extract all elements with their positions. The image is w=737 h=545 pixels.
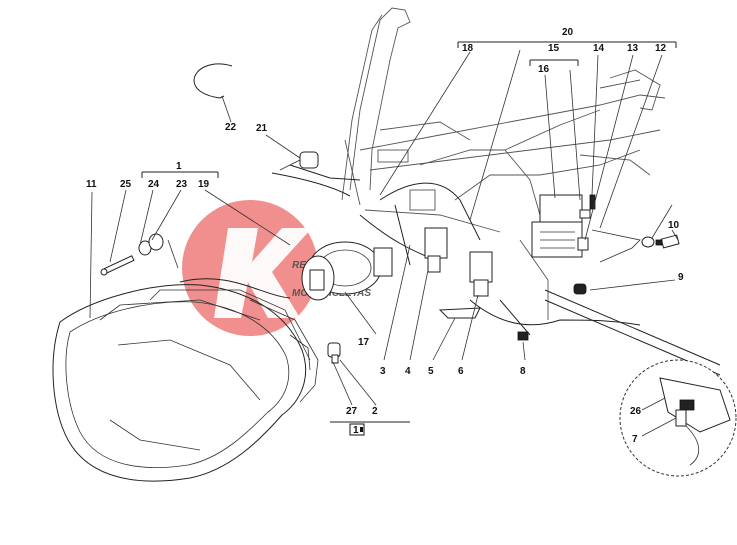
screw-set (100, 233, 179, 276)
callout-19: 19 (198, 179, 210, 190)
callout-17: 17 (358, 337, 370, 348)
detail-circle (619, 359, 737, 477)
relays (424, 227, 493, 319)
callout-5: 5 (428, 366, 434, 377)
frame-outline (341, 7, 666, 320)
reference-note-box: 1 (349, 423, 365, 436)
callout-15: 15 (548, 43, 560, 54)
callout-12: 12 (655, 43, 667, 54)
headlight-assembly (52, 284, 319, 482)
callout-24: 24 (148, 179, 160, 190)
callout-11: 11 (86, 179, 97, 190)
callout-13: 13 (627, 43, 639, 54)
callout-7: 7 (632, 434, 638, 445)
callout-6: 6 (458, 366, 464, 377)
cable-tie (193, 63, 233, 99)
callout-10: 10 (668, 220, 680, 231)
callout-18: 18 (462, 43, 474, 54)
callout-16: 16 (538, 64, 550, 75)
callout-25: 25 (120, 179, 132, 190)
callout-3: 3 (380, 366, 386, 377)
connector-27 (327, 342, 341, 364)
callout-14: 14 (593, 43, 605, 54)
leader-lines (89, 49, 679, 437)
bolt-10-washer-28 (641, 234, 680, 249)
callout-20: 20 (562, 27, 574, 38)
clip-8 (517, 331, 529, 341)
callout-4: 4 (405, 366, 411, 377)
bolts-12-14 (577, 194, 641, 263)
callout-22: 22 (225, 122, 237, 133)
group-brackets (141, 41, 677, 423)
control-unit (531, 194, 583, 258)
callout-21: 21 (256, 123, 268, 134)
callout-23: 23 (176, 179, 188, 190)
callout-2: 2 (372, 406, 378, 417)
callout-26: 26 (630, 406, 642, 417)
callout-9: 9 (678, 272, 684, 283)
svg-text:1: 1 (353, 425, 359, 436)
callout-8: 8 (520, 366, 526, 377)
bulb-socket (301, 241, 393, 301)
callout-27: 27 (346, 406, 358, 417)
rubber-grommet (573, 283, 587, 295)
svg-text:MOTOCICLETAS: MOTOCICLETAS (292, 288, 371, 299)
callout-1: 1 (176, 161, 182, 172)
callout-labels: 1 2 3 4 5 6 7 8 9 10 11 12 13 14 15 16 1… (86, 27, 684, 445)
connector-21 (279, 151, 319, 171)
